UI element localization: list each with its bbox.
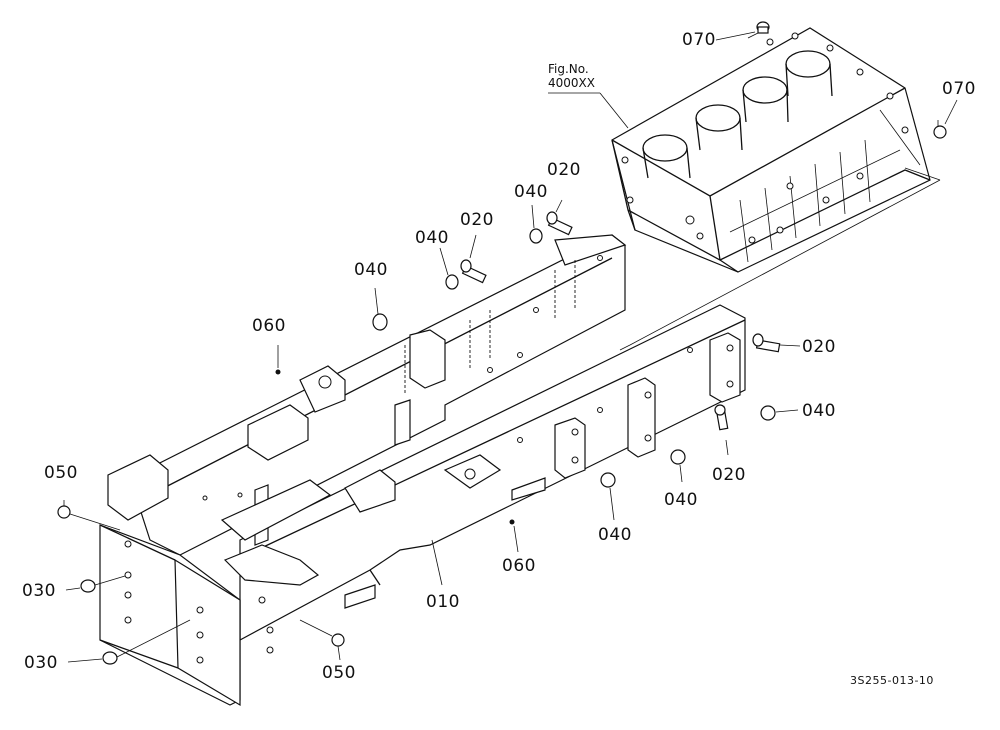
bolt-020-rail-right [752,333,801,353]
label-020-rail-right: 020 [802,337,836,357]
main-frame [99,179,941,707]
label-060-upper: 060 [252,316,286,336]
fasteners [57,31,958,665]
frame-010-leader [431,539,443,586]
fig-leader [599,92,629,129]
fig-reference-line1: Fig.No. [548,62,589,76]
label-070-top: 070 [682,30,716,50]
drawing-code: 3S255-013-10 [850,674,934,687]
nut-050-lower [299,619,345,661]
bolt-020-upper-right [546,199,573,236]
label-020-rail-lower: 020 [712,465,746,485]
label-050-lower: 050 [322,663,356,683]
label-040-d: 040 [802,401,836,421]
label-040-b: 040 [415,228,449,248]
nut-040-e [670,449,686,483]
bolt-020-rail-lower [714,404,729,456]
pin-060-lower [509,519,519,553]
bolt-070-right-leader [944,99,958,125]
nut-040-b [439,247,459,290]
label-030-upper: 030 [22,581,56,601]
label-020-upper-right: 020 [547,160,581,180]
bolt-070-top [747,21,770,39]
label-020-upper-mid: 020 [460,210,494,230]
label-030-lower: 030 [24,653,58,673]
label-040-f: 040 [598,525,632,545]
label-040-e: 040 [664,490,698,510]
nut-040-a [529,204,543,244]
label-070-right: 070 [942,79,976,99]
fig-reference: Fig.No. 4000XX [548,62,595,90]
pin-060-upper [275,345,281,375]
engine-block [611,27,941,273]
nut-040-d [760,405,799,421]
label-060-lower: 060 [502,556,536,576]
bolt-030-lower [67,619,191,665]
bolt-070-right [933,120,947,139]
label-040-a: 040 [514,182,548,202]
nut-050-left [57,500,121,531]
bolt-020-upper-mid [460,234,487,284]
label-040-c: 040 [354,260,388,280]
fig-reference-line2: 4000XX [548,76,595,90]
label-010-frame: 010 [426,592,460,612]
nut-040-c [372,287,388,331]
label-050-left: 050 [44,463,78,483]
nut-040-f [600,472,616,521]
bolt-070-top-leader [715,31,756,41]
bolt-030-upper [65,575,126,593]
